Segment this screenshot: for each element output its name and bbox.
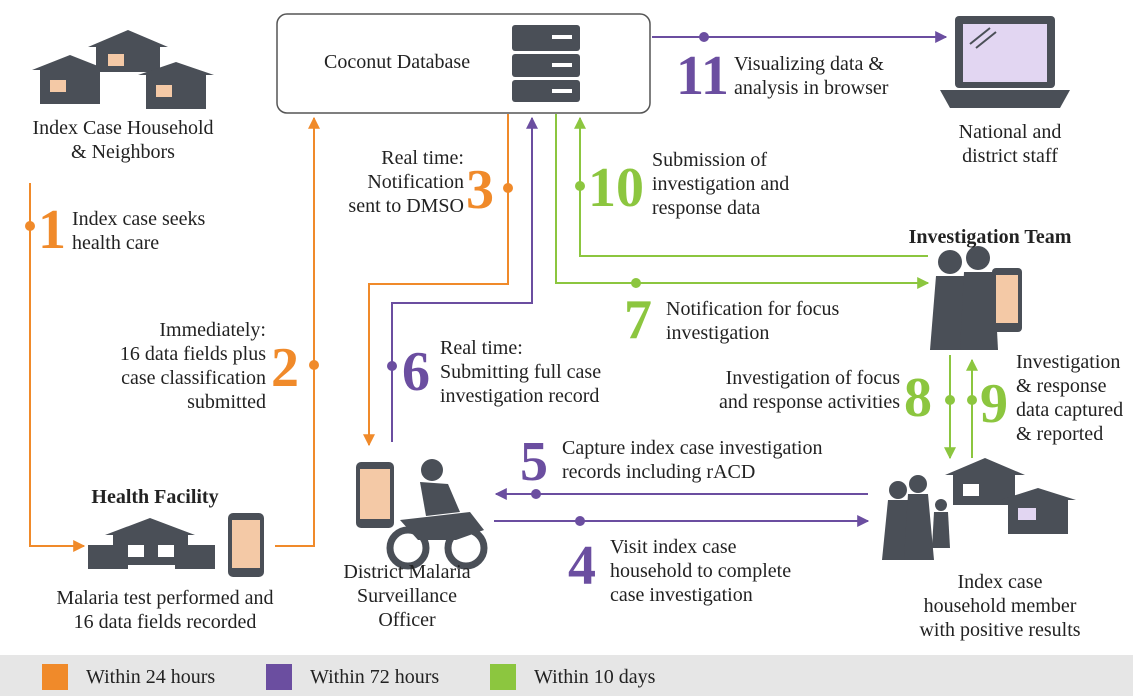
database-label: Coconut Database: [324, 51, 471, 73]
legend-label-10d: Within 10 days: [534, 666, 656, 688]
phone-icon-facility: [228, 513, 264, 577]
arrow-dot-8: [945, 395, 955, 405]
step-1-number: 1: [38, 199, 66, 261]
arrow-dot-9: [967, 395, 977, 405]
arrow-dot-11: [699, 32, 709, 42]
household-member-icon: [882, 458, 1076, 560]
server-icon: [512, 25, 580, 102]
step-4-number: 4: [568, 535, 596, 597]
arrow-step-7: [555, 114, 930, 289]
household-label: Index Case Household& Neighbors: [32, 117, 214, 163]
legend-swatch-72h: [266, 664, 292, 690]
investigation-team-icon: [930, 246, 1022, 350]
arrow-step-1: [29, 183, 86, 552]
arrow-step-6: [391, 116, 538, 442]
arrow-dot-5: [531, 489, 541, 499]
laptop-icon: [940, 16, 1070, 108]
legend-swatch-10d: [490, 664, 516, 690]
arrow-dot-3: [503, 183, 513, 193]
investigation-team-title: Investigation Team: [908, 226, 1072, 248]
legend-label-24h: Within 24 hours: [86, 666, 216, 688]
legend-swatch-24h: [42, 664, 68, 690]
health-facility-icon: [88, 518, 215, 569]
step-8-number: 8: [904, 367, 932, 429]
legend: Within 24 hours Within 72 hours Within 1…: [0, 655, 1133, 696]
legend-label-72h: Within 72 hours: [310, 666, 440, 688]
arrow-dot-1: [25, 221, 35, 231]
step-11-text: Visualizing data &analysis in browser: [734, 53, 889, 99]
step-7-number: 7: [624, 289, 652, 351]
arrow-step-10: [574, 116, 928, 257]
step-11-number: 11: [676, 45, 729, 107]
arrow-dot-4: [575, 516, 585, 526]
arrow-dot-10: [575, 181, 585, 191]
step-10-number: 10: [588, 157, 644, 219]
step-5-number: 5: [520, 431, 548, 493]
arrow-step-2: [275, 116, 320, 547]
step-6-number: 6: [402, 341, 430, 403]
arrow-dot-2: [309, 360, 319, 370]
step-9-number: 9: [980, 373, 1008, 435]
step-3-number: 3: [466, 159, 494, 221]
motorcycle-officer-icon: [356, 459, 488, 570]
step-2-number: 2: [271, 337, 299, 399]
health-facility-title: Health Facility: [91, 486, 219, 508]
arrow-dot-6: [387, 361, 397, 371]
arrow-step-3: [363, 114, 509, 447]
household-houses-icon: [32, 30, 214, 109]
arrow-dot-7: [631, 278, 641, 288]
workflow-diagram: [25, 13, 1076, 577]
